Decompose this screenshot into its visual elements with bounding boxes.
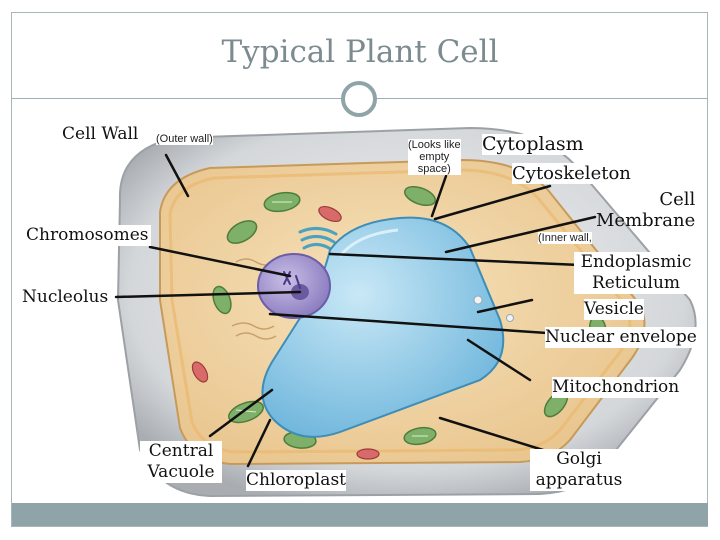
label-inner-wall: (Inner wall, bbox=[538, 232, 592, 244]
slide-frame bbox=[11, 12, 708, 527]
label-cell-membrane: Cell Membrane bbox=[596, 189, 696, 231]
title-ring-ornament bbox=[341, 81, 377, 117]
label-nuclear-envelope: Nuclear envelope bbox=[545, 327, 697, 348]
label-outer-wall: (Outer wall) bbox=[156, 133, 213, 145]
thylakoid-lines bbox=[235, 201, 428, 437]
label-cell-wall: Cell Wall bbox=[62, 124, 139, 145]
label-nucleolus: Nucleolus bbox=[22, 287, 109, 308]
leader-lines bbox=[114, 153, 597, 468]
vesicle-group bbox=[473, 295, 514, 322]
nucleus-shape bbox=[257, 253, 331, 319]
footer-bar bbox=[12, 503, 708, 526]
tonoplast-highlight bbox=[338, 228, 399, 257]
central-vacuole-shape bbox=[261, 216, 505, 438]
label-looks-like-empty-space: (Looks like empty space) bbox=[408, 139, 461, 175]
label-mitochondrion: Mitochondrion bbox=[552, 377, 680, 398]
label-central-vacuole: Central Vacuole bbox=[140, 441, 222, 483]
cell-membrane-shape bbox=[168, 168, 632, 454]
label-cytoplasm: Cytoplasm bbox=[482, 133, 584, 155]
chloroplast-group bbox=[212, 185, 607, 449]
label-chromosomes: Chromosomes bbox=[24, 225, 151, 246]
slide-title: Typical Plant Cell bbox=[221, 34, 499, 70]
golgi-stack bbox=[298, 227, 338, 252]
label-endoplasmic-reticulum: Endoplasmic Reticulum bbox=[574, 252, 698, 294]
label-cytoskeleton: Cytoskeleton bbox=[512, 163, 631, 184]
label-vesicle: Vesicle bbox=[584, 299, 644, 320]
label-chloroplast: Chloroplast bbox=[246, 470, 346, 491]
label-golgi-apparatus: Golgi apparatus bbox=[530, 449, 628, 491]
